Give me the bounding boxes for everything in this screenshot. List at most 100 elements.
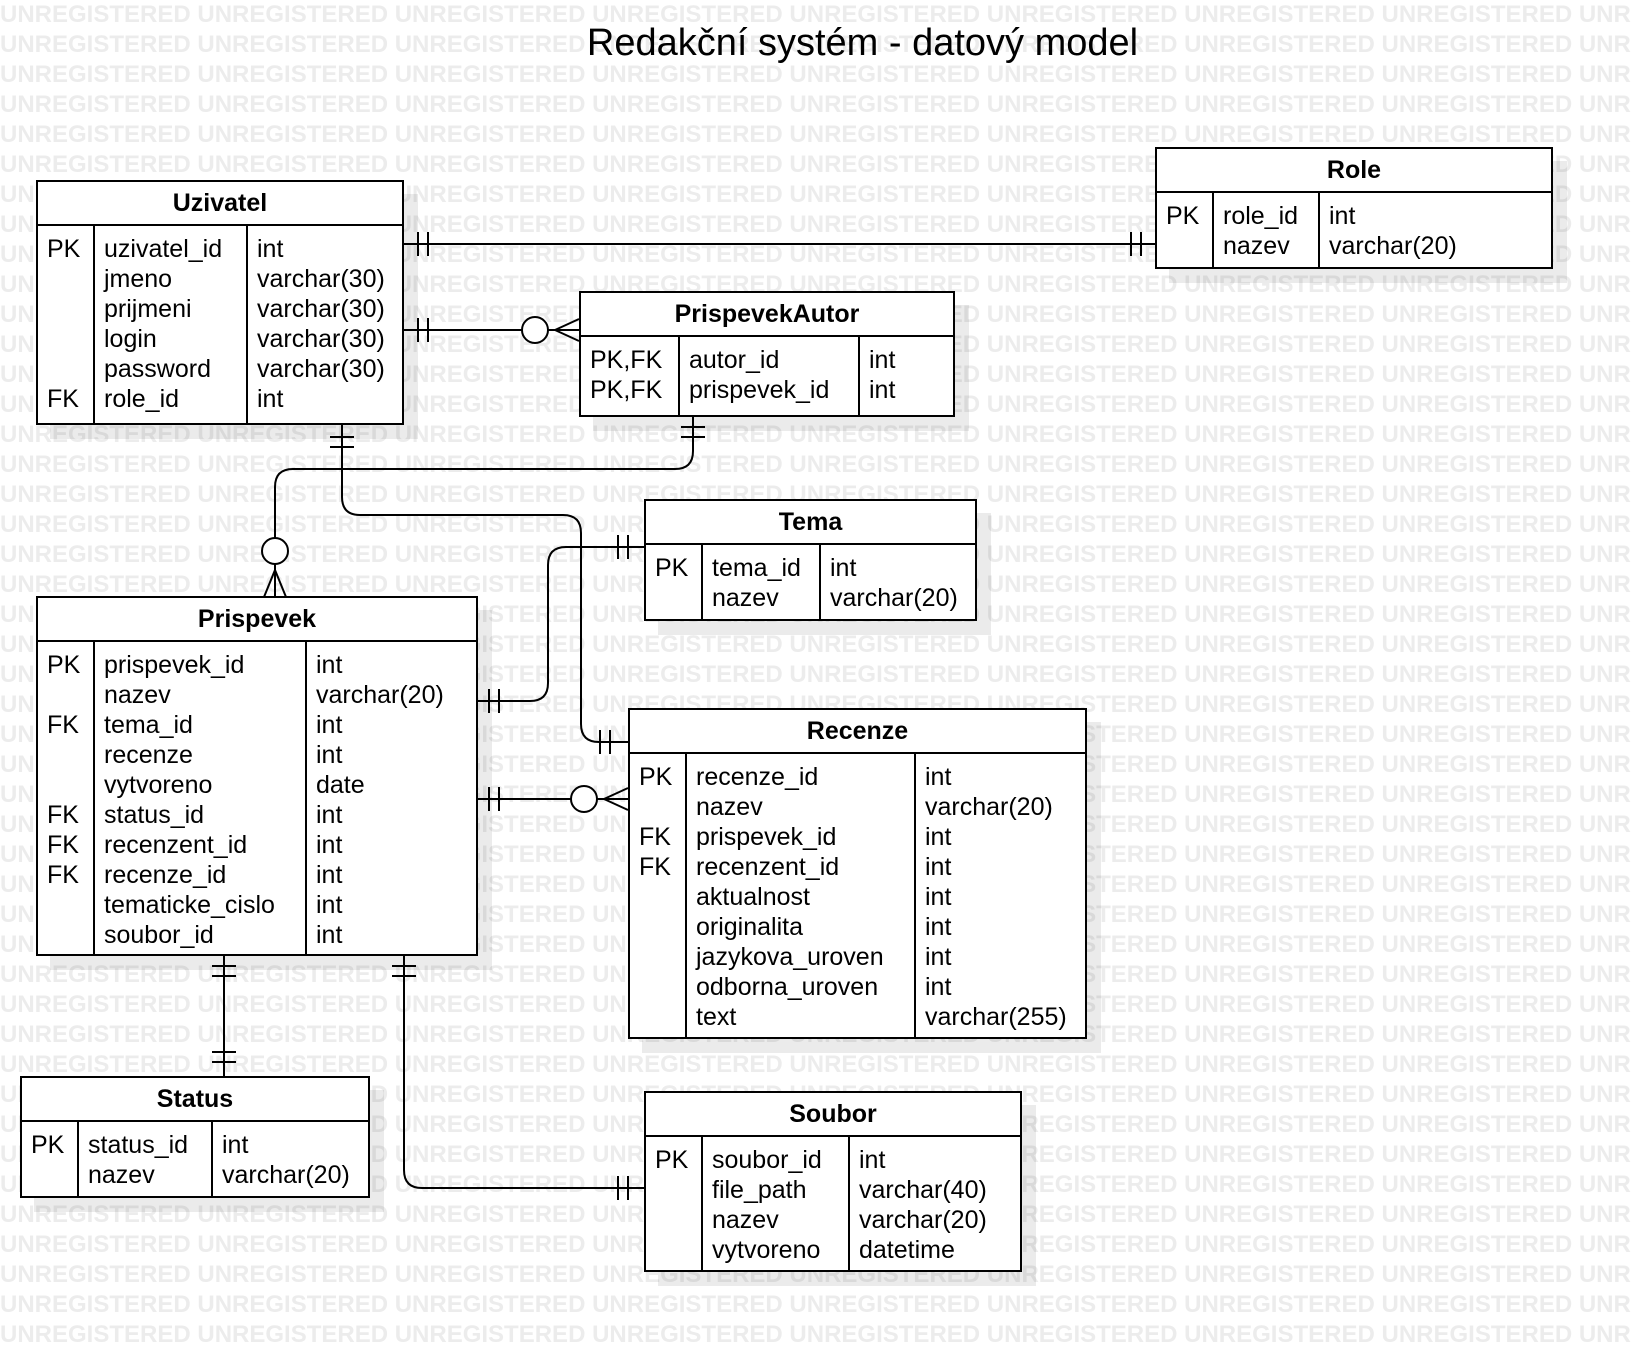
field-type: int xyxy=(1329,202,1356,230)
rel-prispevek-soubor xyxy=(392,955,644,1200)
field-type: int xyxy=(925,853,952,881)
type-column: int varchar(20) xyxy=(1318,193,1551,267)
rel-prispevek-status xyxy=(212,955,236,1076)
key-cell xyxy=(47,680,94,710)
field-name: vytvoreno xyxy=(104,771,213,799)
field-type: int xyxy=(316,921,343,949)
key-cell: FK xyxy=(47,711,79,739)
entity-soubor[interactable]: Soubor PK soubor_id file_path nazev vytv… xyxy=(644,1091,1022,1272)
field-name: recenze_id xyxy=(696,763,819,791)
key-cell: PK,FK xyxy=(590,376,663,404)
key-cell: PK xyxy=(639,763,673,791)
type-column: int varchar(40) varchar(20) datetime xyxy=(848,1137,1020,1270)
key-cell xyxy=(47,740,94,770)
key-column: PK,FK PK,FK xyxy=(581,337,679,415)
type-column: int varchar(30) varchar(30) varchar(30) … xyxy=(246,226,402,423)
field-type: int xyxy=(869,346,896,374)
field-name: prispevek_id xyxy=(104,651,245,679)
field-column: status_id nazev xyxy=(77,1122,211,1196)
entity-status[interactable]: Status PK status_id nazev int varchar(20… xyxy=(20,1076,370,1198)
entity-title: Tema xyxy=(646,501,975,545)
key-cell xyxy=(47,890,94,920)
key-cell: PK xyxy=(655,554,689,582)
entity-title: Role xyxy=(1157,149,1551,193)
field-name: text xyxy=(696,1003,737,1031)
field-name: recenze xyxy=(104,741,193,769)
diagram-title: Redakční systém - datový model xyxy=(586,22,1139,64)
key-cell xyxy=(47,264,94,294)
entity-title: Soubor xyxy=(646,1093,1020,1137)
field-name: uzivatel_id xyxy=(104,235,223,263)
field-type: int xyxy=(925,883,952,911)
field-type: varchar(255) xyxy=(925,1003,1067,1031)
field-type: date xyxy=(316,771,365,799)
field-type: int xyxy=(925,913,952,941)
key-cell xyxy=(47,324,94,354)
field-name: autor_id xyxy=(689,346,780,374)
field-name: jmeno xyxy=(104,265,173,293)
field-type: varchar(20) xyxy=(925,793,1053,821)
field-type: varchar(20) xyxy=(1329,232,1457,260)
field-type: int xyxy=(925,943,952,971)
entity-prispevekautor[interactable]: PrispevekAutor PK,FK PK,FK autor_id pris… xyxy=(579,291,955,417)
field-name: tema_id xyxy=(712,554,801,582)
entity-recenze[interactable]: Recenze PK FK FK recenze_id nazev prispe… xyxy=(628,708,1087,1039)
field-type: varchar(30) xyxy=(257,355,385,383)
type-column: int int xyxy=(858,337,953,415)
key-cell xyxy=(639,1002,686,1032)
entity-role[interactable]: Role PK role_id nazev int varchar(20) xyxy=(1155,147,1553,269)
key-column: PK xyxy=(1157,193,1213,267)
key-column: PK xyxy=(646,1137,702,1270)
rel-prispevek-recenze xyxy=(477,785,629,813)
entity-title: Status xyxy=(22,1078,368,1122)
field-type: int xyxy=(859,1146,886,1174)
entity-uzivatel[interactable]: Uzivatel PK FK uzivatel_id jmeno prijmen… xyxy=(36,180,404,425)
field-column: tema_id nazev xyxy=(701,545,819,619)
entity-prispevek[interactable]: Prispevek PK FK FK FK FK prispevek_id na… xyxy=(36,596,478,956)
field-name: tematicke_cislo xyxy=(104,891,275,919)
field-name: soubor_id xyxy=(712,1146,822,1174)
field-type: int xyxy=(316,861,343,889)
field-type: varchar(20) xyxy=(316,681,444,709)
key-cell xyxy=(655,1235,702,1265)
field-name: odborna_uroven xyxy=(696,973,879,1001)
field-name: recenzent_id xyxy=(104,831,248,859)
key-cell: PK xyxy=(47,235,81,263)
field-name: password xyxy=(104,355,211,383)
type-column: int varchar(20) xyxy=(819,545,975,619)
key-cell: FK xyxy=(47,801,79,829)
key-cell xyxy=(639,912,686,942)
entity-title: Recenze xyxy=(630,710,1085,754)
key-column: PK xyxy=(646,545,702,619)
rel-prispevekautor-prispevek xyxy=(261,417,705,598)
key-cell xyxy=(655,1175,702,1205)
key-cell: PK xyxy=(47,651,81,679)
field-column: autor_id prispevek_id xyxy=(678,337,858,415)
key-cell xyxy=(1166,231,1213,261)
field-name: status_id xyxy=(88,1131,189,1159)
entity-tema[interactable]: Tema PK tema_id nazev int varchar(20) xyxy=(644,499,977,621)
field-column: uzivatel_id jmeno prijmeni login passwor… xyxy=(93,226,246,423)
key-column: PK xyxy=(22,1122,78,1196)
field-name: nazev xyxy=(1223,232,1290,260)
key-cell: FK xyxy=(47,861,79,889)
field-name: nazev xyxy=(712,584,779,612)
key-cell xyxy=(47,294,94,324)
field-name: nazev xyxy=(712,1206,779,1234)
key-cell xyxy=(639,972,686,1002)
key-cell: FK xyxy=(47,831,79,859)
field-name: soubor_id xyxy=(104,921,214,949)
field-name: file_path xyxy=(712,1176,807,1204)
field-type: int xyxy=(316,741,343,769)
field-name: recenze_id xyxy=(104,861,227,889)
field-type: int xyxy=(925,763,952,791)
field-name: prijmeni xyxy=(104,295,192,323)
field-type: varchar(30) xyxy=(257,325,385,353)
field-type: int xyxy=(257,235,284,263)
key-cell: PK xyxy=(1166,202,1200,230)
field-type: varchar(30) xyxy=(257,295,385,323)
field-type: int xyxy=(316,711,343,739)
field-name: role_id xyxy=(104,385,180,413)
key-cell xyxy=(47,354,94,384)
